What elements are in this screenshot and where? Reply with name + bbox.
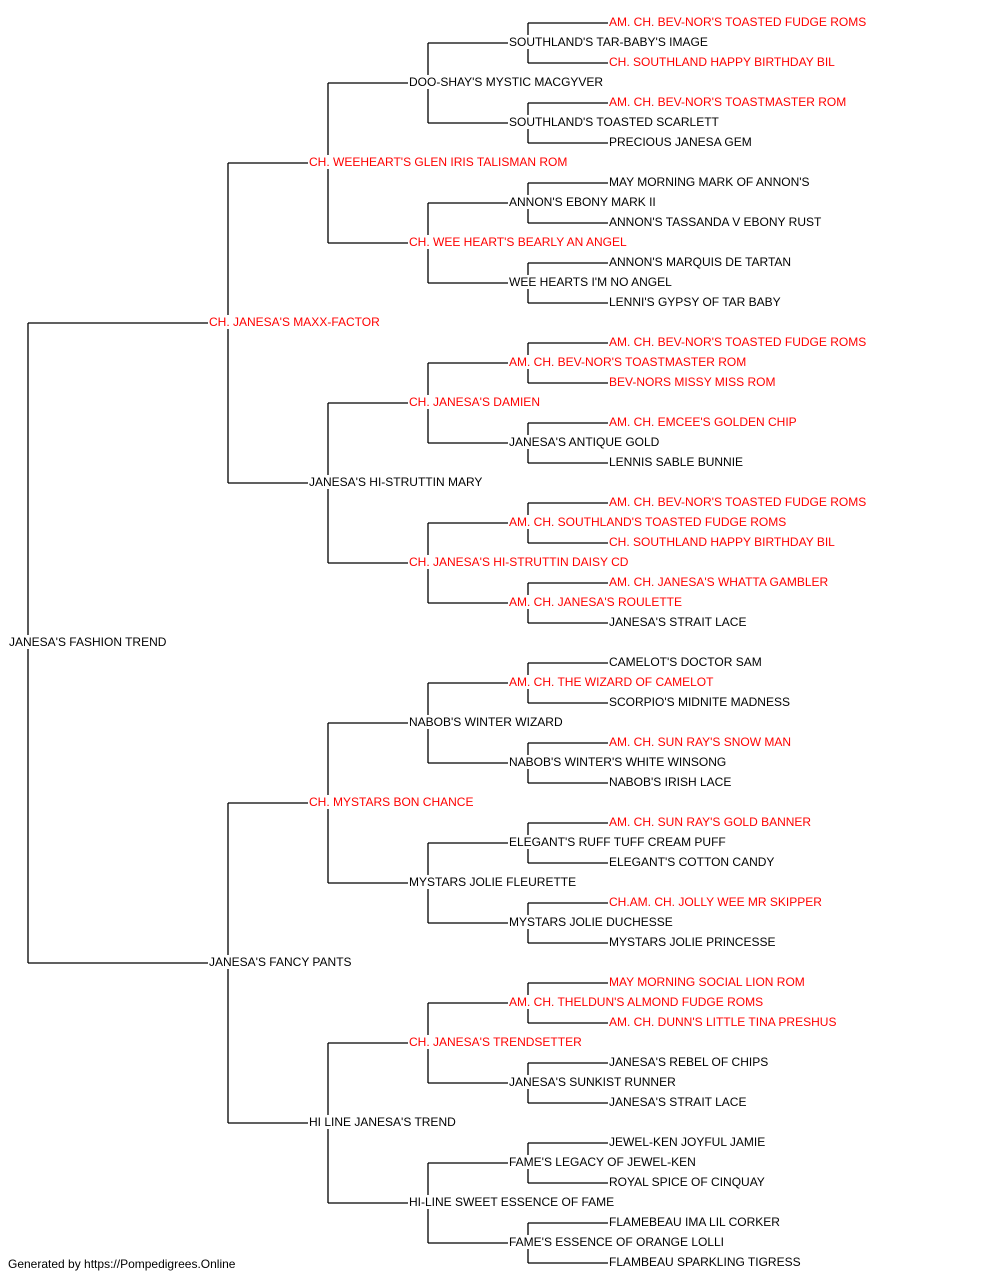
- ancestor-gen4-name: JANESA'S SUNKIST RUNNER: [508, 1075, 677, 1089]
- ancestor-gen5-name: FLAMBEAU SPARKLING TIGRESS: [608, 1255, 802, 1269]
- ancestor-gen5-name: MAY MORNING MARK OF ANNON'S: [608, 175, 811, 189]
- ancestor-gen5-name: ELEGANT'S COTTON CANDY: [608, 855, 776, 869]
- ancestor-gen5-name: AM. CH. BEV-NOR'S TOASTED FUDGE ROMS: [608, 335, 868, 349]
- ancestor-gen4-name: AM. CH. THE WIZARD OF CAMELOT: [508, 675, 715, 689]
- ancestor-gen4-name: MYSTARS JOLIE DUCHESSE: [508, 915, 674, 929]
- ancestor-gen4-name: SOUTHLAND'S TAR-BABY'S IMAGE: [508, 35, 709, 49]
- ancestor-gen2-name: HI LINE JANESA'S TREND: [308, 1115, 457, 1129]
- ancestor-gen5-name: BEV-NORS MISSY MISS ROM: [608, 375, 777, 389]
- ancestor-gen3-name: CH. JANESA'S HI-STRUTTIN DAISY CD: [408, 555, 630, 569]
- ancestor-gen5-name: MAY MORNING SOCIAL LION ROM: [608, 975, 806, 989]
- ancestor-gen5-name: NABOB'S IRISH LACE: [608, 775, 733, 789]
- ancestor-gen5-name: CH. SOUTHLAND HAPPY BIRTHDAY BIL: [608, 535, 836, 549]
- ancestor-gen2-name: CH. WEEHEART'S GLEN IRIS TALISMAN ROM: [308, 155, 569, 169]
- ancestor-gen5-name: AM. CH. BEV-NOR'S TOASTED FUDGE ROMS: [608, 15, 868, 29]
- ancestor-gen3-name: DOO-SHAY'S MYSTIC MACGYVER: [408, 75, 605, 89]
- ancestor-gen4-name: JANESA'S ANTIQUE GOLD: [508, 435, 661, 449]
- ancestor-gen2-name: JANESA'S HI-STRUTTIN MARY: [308, 475, 484, 489]
- ancestor-gen3-name: CH. JANESA'S DAMIEN: [408, 395, 541, 409]
- ancestor-gen5-name: AM. CH. EMCEE'S GOLDEN CHIP: [608, 415, 798, 429]
- ancestor-gen5-name: AM. CH. DUNN'S LITTLE TINA PRESHUS: [608, 1015, 838, 1029]
- ancestor-gen5-name: JANESA'S STRAIT LACE: [608, 615, 748, 629]
- ancestor-gen5-name: JANESA'S STRAIT LACE: [608, 1095, 748, 1109]
- ancestor-gen5-name: CH.AM. CH. JOLLY WEE MR SKIPPER: [608, 895, 823, 909]
- ancestor-gen4-name: ELEGANT'S RUFF TUFF CREAM PUFF: [508, 835, 727, 849]
- ancestor-gen4-name: FAME'S LEGACY OF JEWEL-KEN: [508, 1155, 697, 1169]
- ancestor-gen4-name: SOUTHLAND'S TOASTED SCARLETT: [508, 115, 720, 129]
- ancestor-gen5-name: AM. CH. JANESA'S WHATTA GAMBLER: [608, 575, 830, 589]
- ancestor-gen4-name: AM. CH. JANESA'S ROULETTE: [508, 595, 683, 609]
- ancestor-gen3-name: HI-LINE SWEET ESSENCE OF FAME: [408, 1195, 616, 1209]
- ancestor-gen4-name: NABOB'S WINTER'S WHITE WINSONG: [508, 755, 728, 769]
- ancestor-gen4-name: ANNON'S EBONY MARK II: [508, 195, 657, 209]
- ancestor-gen5-name: CH. SOUTHLAND HAPPY BIRTHDAY BIL: [608, 55, 836, 69]
- ancestor-gen5-name: JEWEL-KEN JOYFUL JAMIE: [608, 1135, 767, 1149]
- ancestor-gen5-name: SCORPIO'S MIDNITE MADNESS: [608, 695, 791, 709]
- ancestor-gen5-name: LENNI'S GYPSY OF TAR BABY: [608, 295, 782, 309]
- ancestor-gen5-name: AM. CH. SUN RAY'S GOLD BANNER: [608, 815, 813, 829]
- ancestor-gen3-name: CH. WEE HEART'S BEARLY AN ANGEL: [408, 235, 628, 249]
- ancestor-gen2-name: CH. MYSTARS BON CHANCE: [308, 795, 475, 809]
- ancestor-gen5-name: PRECIOUS JANESA GEM: [608, 135, 753, 149]
- ancestor-gen4-name: AM. CH. SOUTHLAND'S TOASTED FUDGE ROMS: [508, 515, 788, 529]
- ancestor-gen1-name: CH. JANESA'S MAXX-FACTOR: [208, 315, 381, 329]
- ancestor-gen5-name: AM. CH. SUN RAY'S SNOW MAN: [608, 735, 793, 749]
- ancestor-gen5-name: CAMELOT'S DOCTOR SAM: [608, 655, 763, 669]
- ancestor-gen4-name: FAME'S ESSENCE OF ORANGE LOLLI: [508, 1235, 726, 1249]
- ancestor-gen3-name: MYSTARS JOLIE FLEURETTE: [408, 875, 578, 889]
- ancestor-gen3-name: CH. JANESA'S TRENDSETTER: [408, 1035, 583, 1049]
- ancestor-gen5-name: FLAMEBEAU IMA LIL CORKER: [608, 1215, 781, 1229]
- ancestor-gen4-name: WEE HEARTS I'M NO ANGEL: [508, 275, 673, 289]
- ancestor-gen5-name: LENNIS SABLE BUNNIE: [608, 455, 745, 469]
- ancestor-gen4-name: AM. CH. THELDUN'S ALMOND FUDGE ROMS: [508, 995, 765, 1009]
- ancestor-gen5-name: AM. CH. BEV-NOR'S TOASTED FUDGE ROMS: [608, 495, 868, 509]
- ancestor-gen1-name: JANESA'S FANCY PANTS: [208, 955, 353, 969]
- ancestor-gen5-name: ANNON'S MARQUIS DE TARTAN: [608, 255, 793, 269]
- ancestor-gen5-name: AM. CH. BEV-NOR'S TOASTMASTER ROM: [608, 95, 848, 109]
- ancestor-gen5-name: ROYAL SPICE OF CINQUAY: [608, 1175, 766, 1189]
- ancestor-gen3-name: NABOB'S WINTER WIZARD: [408, 715, 564, 729]
- subject-dog-name: JANESA'S FASHION TREND: [8, 635, 168, 649]
- footer-credit: Generated by https://Pompedigrees.Online: [8, 1257, 236, 1271]
- ancestor-gen4-name: AM. CH. BEV-NOR'S TOASTMASTER ROM: [508, 355, 748, 369]
- ancestor-gen5-name: ANNON'S TASSANDA V EBONY RUST: [608, 215, 823, 229]
- ancestor-gen5-name: MYSTARS JOLIE PRINCESSE: [608, 935, 777, 949]
- ancestor-gen5-name: JANESA'S REBEL OF CHIPS: [608, 1055, 770, 1069]
